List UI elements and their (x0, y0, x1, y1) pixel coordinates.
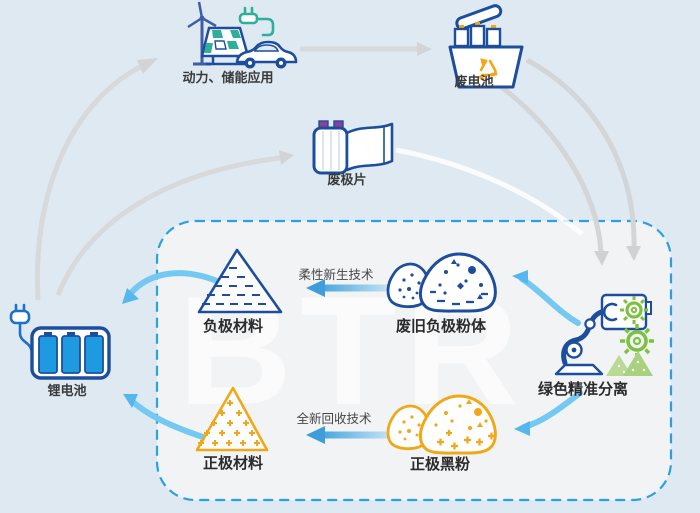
gear-icon (620, 296, 648, 324)
label-cathode-powder: 正极黑粉 (409, 456, 471, 473)
gear-icon-large (620, 324, 654, 358)
electrode-roll-icon (312, 120, 394, 175)
separator-machine-icon (600, 293, 648, 331)
arrowhead-anode-to-lithium (122, 288, 139, 304)
arrowhead-into-panel-2 (626, 246, 641, 261)
label-anode-tech: 柔性新生技术 (298, 268, 374, 282)
arrow-lithium-to-power (34, 61, 148, 301)
label-power-app: 动力、储能应用 (182, 70, 274, 85)
arrowhead-power-to-wastebattery (417, 42, 432, 56)
arrowhead-into-panel-1 (594, 251, 609, 266)
renewable-energy-icon (187, 1, 298, 69)
label-cathode-material: 正极材料 (202, 455, 264, 472)
ev-car-icon (235, 40, 298, 69)
arrowhead-lithium-to-electrode (279, 150, 294, 165)
battery-cells-icon (38, 332, 104, 374)
arrow-separation-to-anode-powder (519, 276, 581, 326)
arrowhead-cathode-to-lithium (123, 394, 138, 408)
plug-icon (9, 303, 34, 355)
btr-watermark: BTR (178, 264, 527, 438)
arrowhead-lithium-to-power (137, 58, 158, 74)
spent-cells-icon (453, 22, 502, 48)
label-waste-electrode: 废极片 (327, 172, 367, 187)
battery-pack-icon (9, 303, 111, 380)
label-separation: 绿色精准分离 (537, 381, 629, 398)
label-anode-material: 负极材料 (202, 318, 264, 335)
label-waste-battery: 废电池 (454, 74, 494, 89)
solar-panel-icon (200, 26, 250, 66)
robot-arm-icon (554, 293, 654, 376)
arrow-electrode-to-panel (395, 147, 584, 236)
arrow-wastebattery-to-separation (498, 57, 637, 253)
label-lithium-battery: 锂电池 (47, 383, 87, 398)
label-anode-powder: 废旧负极粉体 (395, 318, 487, 335)
charging-plug-icon (238, 6, 275, 37)
green-powder-piles-icon (606, 351, 653, 376)
label-cathode-tech: 全新回收技术 (296, 412, 372, 426)
